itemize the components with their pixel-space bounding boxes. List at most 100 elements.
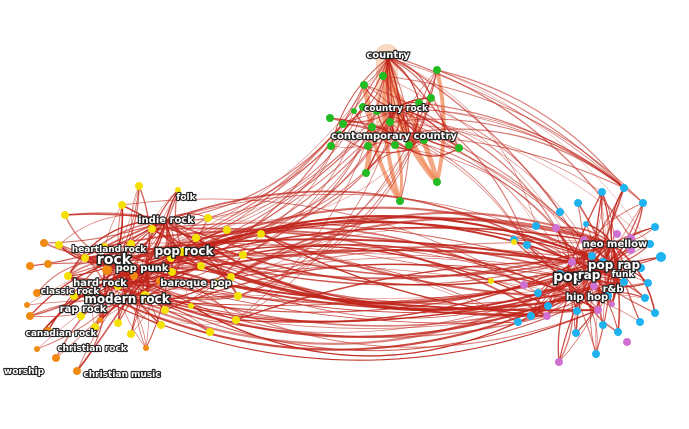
graph-node [44,260,52,268]
label-indie-rock: indie rock [138,215,194,226]
graph-node [178,248,186,256]
graph-edge [607,243,616,297]
graph-node [40,239,48,247]
graph-edge [363,84,528,246]
graph-node [239,251,247,259]
label-neo-mellow: neo mellow [583,239,647,250]
graph-node [568,258,576,266]
graph-node [364,142,372,150]
graph-node [599,258,607,266]
graph-edge [242,106,364,256]
graph-node [97,317,103,323]
graph-node [26,262,34,270]
graph-node [614,328,622,336]
graph-node [70,292,78,300]
label-modern-rock: modern rock [84,292,170,306]
label-canadian-rock: canadian rock [26,329,98,339]
graph-node [623,338,631,346]
graph-node [359,103,367,111]
graph-edge [418,102,591,277]
label-contemporary-country: contemporary country [331,131,457,142]
label-rock: rock [97,252,132,268]
graph-edge [144,285,595,338]
graph-node [588,252,596,260]
graph-edge [170,257,548,317]
graph-node [455,144,463,152]
label-classic-rock: classic rock [41,287,101,297]
graph-node [637,264,645,272]
graph-edge [342,107,397,125]
graph-node [433,178,441,186]
graph-node [38,330,44,336]
graph-node [161,306,169,314]
graph-node [335,131,343,139]
graph-node [594,306,602,314]
graph-node [88,291,96,299]
graph-node [127,240,135,248]
graph-node [360,81,368,89]
label-christian-rock: christian rock [57,344,128,354]
label-pop: pop [553,269,583,285]
graph-node [572,329,580,337]
graph-node [627,234,635,242]
graph-node [384,51,392,59]
graph-node [639,199,647,207]
graph-node [656,252,666,262]
graph-node [114,319,122,327]
graph-edge [237,69,438,297]
graph-edge [597,265,613,311]
graph-edge [611,243,656,314]
label-rap: rap [578,268,601,282]
graph-edge [165,110,378,221]
graph-edge [365,135,395,174]
graph-edge [242,107,397,256]
graph-node [613,230,621,238]
graph-edge [237,69,438,297]
graph-node [326,114,334,122]
graph-node [192,234,200,242]
graph-node [26,312,34,320]
graph-node [651,309,659,317]
graph-edge [112,57,389,263]
graph-node [55,241,63,249]
graph-node [391,141,399,149]
graph-node [234,292,242,300]
graph-node [620,278,628,286]
graph-node [420,136,428,144]
label-heartland-rock: heartland rock [72,245,147,255]
graph-node [555,358,563,366]
graph-edge [112,54,389,263]
graph-node [609,301,615,307]
graph-node [620,184,628,192]
graph-node [102,265,112,275]
graph-node [555,270,565,280]
graph-node [651,223,659,231]
label-folk: folk [176,193,196,203]
graph-edge [182,251,525,304]
graph-node [583,221,589,227]
graph-node [52,354,60,362]
graph-edge [583,226,656,298]
graph-edge [126,299,211,333]
graph-edge [84,238,573,263]
graph-node [534,289,542,297]
graph-edge [230,149,411,278]
graph-edge [418,102,644,204]
graph-node [415,99,423,107]
graph-edge [165,219,202,267]
graph-edge [67,219,167,277]
graph-edge [152,267,599,348]
graph-edges [26,54,662,372]
graph-node [433,66,441,74]
graph-node [580,236,588,244]
graph-edge [389,118,625,189]
graph-node [130,272,138,280]
graph-node [64,272,72,280]
graph-edge [26,261,114,306]
graph-node [168,268,176,276]
graph-edge [164,263,585,311]
graph-node [114,282,122,290]
graph-node [514,318,522,326]
label-pop-punk: pop punk [116,263,169,274]
